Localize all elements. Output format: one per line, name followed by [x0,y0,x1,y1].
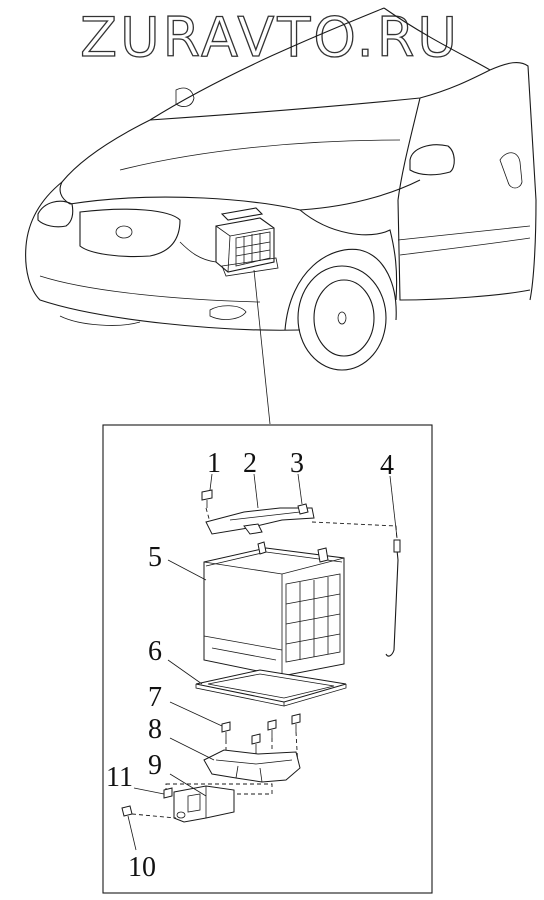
part-2-clamp [205,507,315,535]
leader-2 [253,473,259,509]
callout-3: 3 [290,448,304,479]
windshield-edge [149,7,385,121]
leader-5 [167,559,207,581]
fog-lamp [209,305,247,320]
part-9-bracket [173,785,235,823]
leader-7 [169,701,223,727]
leader-10 [127,815,137,851]
roof-line [383,7,491,71]
hood-edge [69,179,421,211]
part-3-nut [297,503,309,515]
callout-10: 10 [128,852,156,883]
part-10-bolt [121,805,133,817]
part-4-rod [385,539,401,657]
dash-10 [131,813,177,819]
side-mirror [409,144,455,176]
a-pillar [397,97,421,201]
detail-leader-line [253,269,271,425]
door-frame [489,61,537,301]
grille [79,208,181,258]
part-1-bolt [201,489,213,508]
hood-front [59,119,151,205]
callout-labels: 1 2 3 4 5 6 7 8 9 11 10 [106,448,394,883]
door-handle [499,152,523,189]
headlight [37,200,74,228]
callout-2: 2 [243,448,257,479]
leader-6 [167,659,203,685]
wheel-rim [313,279,375,357]
leader-9 [169,773,207,797]
front-bumper [25,181,301,331]
wheel-hub [337,311,347,325]
fender [299,209,398,301]
callout-11: 11 [106,762,133,793]
leader-8 [169,737,215,761]
part-7-bolts [221,713,301,752]
callout-9: 9 [148,750,162,781]
leader-3 [297,473,303,505]
lower-spoiler [59,315,141,326]
door-line [397,225,531,241]
part-5-battery [203,541,345,677]
hood-crease [119,139,401,171]
callout-4: 4 [380,450,394,481]
cowl-line [149,69,491,121]
callout-5: 5 [148,542,162,573]
callout-6: 6 [148,636,162,667]
battery-cable [179,241,217,263]
bumper-line [39,275,261,303]
detail-frame [102,424,433,894]
car-illustration [25,7,537,371]
leader-11 [133,787,165,795]
part-8-bracket [203,749,301,783]
front-wheel [297,265,387,371]
wiper-mount [175,87,195,107]
watermark-text: ZURAVTO.RU [80,6,460,69]
callout-7: 7 [148,682,162,713]
door-molding [399,237,531,256]
wheel-arch [284,248,397,331]
door-lower [397,199,531,301]
part-11-bolt [163,787,173,799]
callout-1: 1 [207,448,221,479]
callout-8: 8 [148,714,162,745]
part-6-tray [195,669,347,707]
dash-4 [311,521,398,541]
leader-1 [209,473,213,491]
badge [115,225,133,239]
battery-in-car [215,207,279,277]
dash-1 [205,507,211,523]
